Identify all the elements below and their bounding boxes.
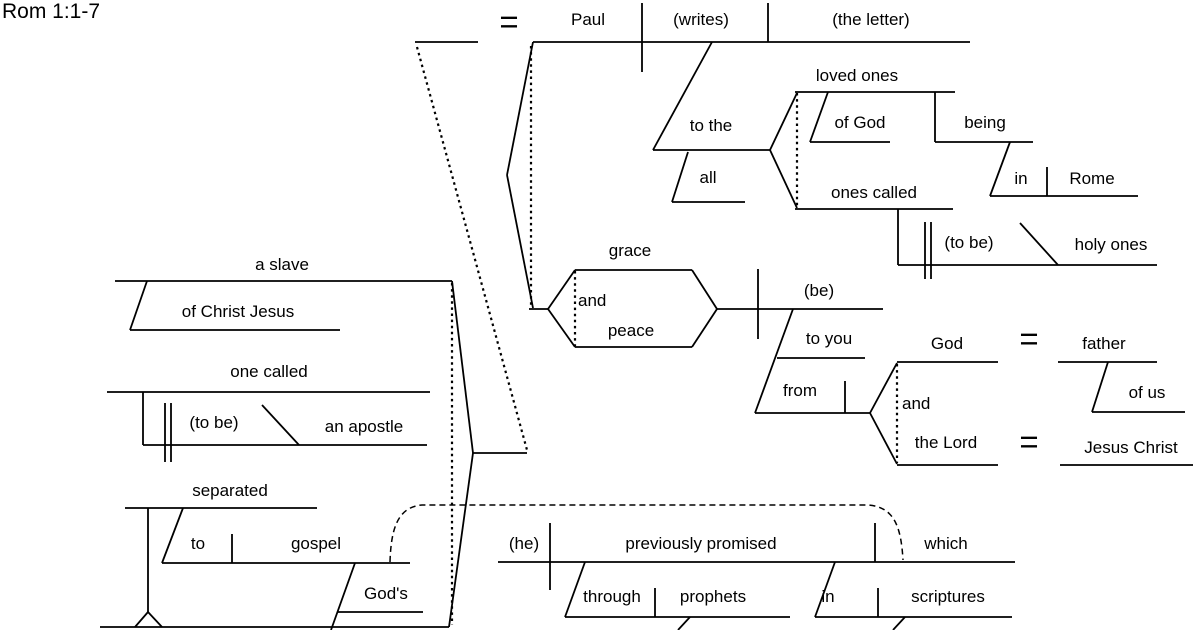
through-slant	[564, 561, 586, 618]
label-to-be-2: (to be)	[189, 413, 238, 432]
to-the-slant	[652, 41, 713, 151]
hexagon-bottom-left	[547, 308, 576, 348]
diagram-labels: = Paul (writes) (the letter) to the all …	[182, 3, 1178, 606]
label-all: all	[699, 168, 716, 187]
label-ones-called: ones called	[831, 183, 917, 202]
label-grace: grace	[609, 241, 652, 260]
label-of-us: of us	[1129, 383, 1166, 402]
label-god: God	[931, 334, 963, 353]
to-gospel-slant	[161, 507, 184, 564]
equals-icon: =	[499, 3, 518, 40]
to-you-from-slant	[754, 308, 794, 414]
label-of-christ-jesus: of Christ Jesus	[182, 302, 294, 321]
subject-appositive-cluster	[100, 46, 529, 630]
hexagon-top-right	[691, 269, 718, 310]
of-god-slant	[809, 91, 829, 143]
label-to: to	[191, 534, 205, 553]
fork-lower-arm	[769, 149, 798, 209]
which-antecedent-dashed-link	[389, 504, 904, 563]
stilt-foot-left	[134, 611, 149, 628]
label-to-be-1: (to be)	[944, 233, 993, 252]
of-christ-jesus-slant	[129, 280, 148, 331]
label-separated: separated	[192, 481, 268, 500]
scriptures-sub-slant	[892, 616, 906, 630]
fork-upper-arm	[769, 92, 798, 151]
appositive-brace-lower	[448, 452, 474, 628]
label-prophets: prophets	[680, 587, 746, 606]
label-jesus-christ: Jesus Christ	[1084, 438, 1178, 457]
main-clause-structure	[415, 3, 1157, 279]
hexagon-bottom-right	[691, 308, 718, 348]
label-loved-ones: loved ones	[816, 66, 898, 85]
label-in-rome-prep: in	[1014, 169, 1027, 188]
label-holy-ones: holy ones	[1075, 235, 1148, 254]
all-slant	[671, 151, 689, 203]
label-which: which	[923, 534, 967, 553]
label-be: (be)	[804, 281, 834, 300]
from-fork-lower-arm	[869, 412, 898, 465]
label-father: father	[1082, 334, 1126, 353]
label-from: from	[783, 381, 817, 400]
label-an-apostle: an apostle	[325, 417, 403, 436]
label-to-you: to you	[806, 329, 852, 348]
label-previously-promised: previously promised	[625, 534, 776, 553]
label-through: through	[583, 587, 641, 606]
from-fork-upper-arm	[869, 362, 898, 414]
gods-slant	[330, 562, 356, 630]
label-he: (he)	[509, 534, 539, 553]
label-to-the: to the	[690, 116, 733, 135]
label-peace: peace	[608, 321, 654, 340]
label-being: being	[964, 113, 1006, 132]
equals-icon: =	[1019, 320, 1038, 357]
label-subject-paul: Paul	[571, 10, 605, 29]
label-the-lord: the Lord	[915, 433, 977, 452]
stilt-foot-right	[147, 611, 163, 628]
clause-connector-brace	[506, 41, 534, 309]
clause-brace-lower	[506, 174, 534, 309]
label-in-scriptures-prep: in	[821, 587, 834, 606]
page-title: Rom 1:1-7	[2, 0, 100, 23]
label-scriptures: scriptures	[911, 587, 985, 606]
relative-clause-structure	[389, 504, 1015, 630]
label-of-god: of God	[834, 113, 885, 132]
of-us-slant	[1091, 361, 1109, 413]
equals-icon: =	[1019, 423, 1038, 460]
clause-brace-upper	[506, 41, 534, 176]
appositive-dotted-diagonal	[415, 46, 529, 451]
label-one-called: one called	[230, 362, 308, 381]
greeting-clause-structure	[529, 269, 1193, 466]
label-object-the-letter: (the letter)	[832, 10, 909, 29]
label-verb-writes: (writes)	[673, 10, 729, 29]
predicate-slant-2	[261, 404, 300, 446]
label-and-2: and	[902, 394, 930, 413]
predicate-slant-1	[1019, 222, 1059, 266]
in-rome-slant	[989, 141, 1011, 197]
prophets-sub-slant	[677, 616, 691, 630]
label-rome: Rome	[1069, 169, 1114, 188]
label-gods: God's	[364, 584, 408, 603]
hexagon-top-left	[547, 269, 576, 310]
label-and-1: and	[578, 291, 606, 310]
in-scriptures-slant	[814, 561, 836, 618]
label-gospel: gospel	[291, 534, 341, 553]
label-a-slave: a slave	[255, 255, 309, 274]
appositive-brace-upper	[451, 280, 474, 454]
